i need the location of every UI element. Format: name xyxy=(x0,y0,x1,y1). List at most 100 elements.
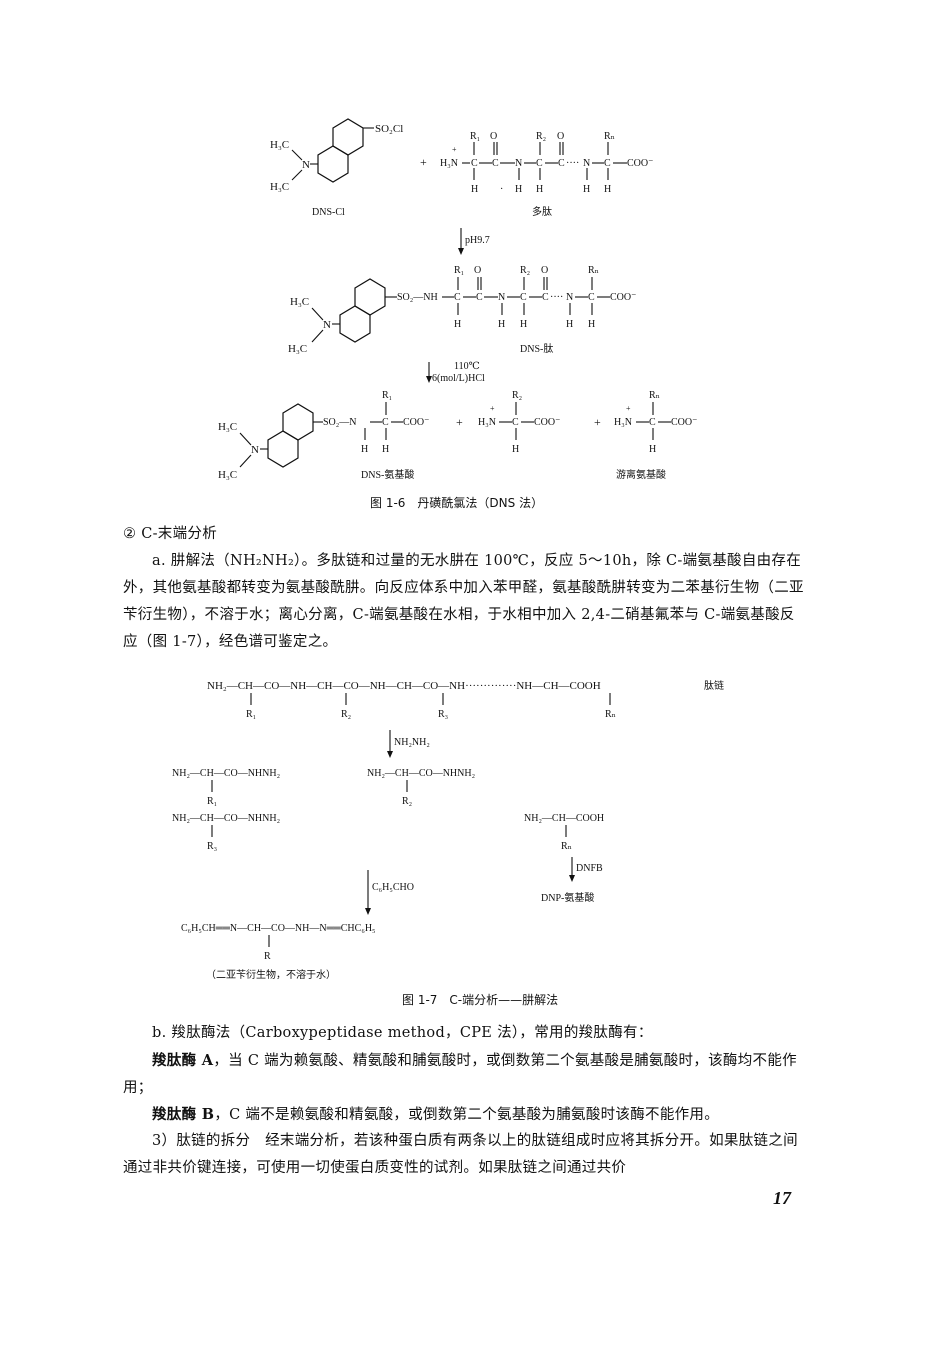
svg-text:H: H xyxy=(515,184,522,195)
term-carboxypeptidase-b: 羧肽酶 B xyxy=(152,1106,215,1123)
svg-text:SO₂Cl: SO₂Cl xyxy=(375,123,403,135)
svg-text:H₃C: H₃C xyxy=(288,343,307,355)
hydrazide-3-r: R₃ xyxy=(207,841,217,852)
label-polypeptide: 多肽 xyxy=(532,205,552,218)
svg-text:C: C xyxy=(454,292,461,303)
paragraph-carboxypeptidase: b. 羧肽酶法（Carboxypeptidase method，CPE 法），常… xyxy=(152,1025,653,1041)
svg-text:H: H xyxy=(604,184,611,195)
condition-ph: pH9.7 xyxy=(465,235,490,246)
svg-text:····: ···· xyxy=(550,292,563,303)
r2-label: R₂ xyxy=(341,709,351,720)
svg-text:R₁: R₁ xyxy=(382,390,392,401)
amino-acid-n-structure: H₃N + C Rₙ H COO⁻ 游离氨基酸 xyxy=(614,390,697,481)
svg-text:COO⁻: COO⁻ xyxy=(534,417,560,428)
hydrazide-2: NH₂—CH—CO—NHNH₂ xyxy=(367,768,475,779)
condition-hcl: 6(mol/L)HCl xyxy=(432,373,485,384)
svg-text:C: C xyxy=(542,292,549,303)
reagent-dnfb: DNFB xyxy=(576,863,603,874)
svg-text:H: H xyxy=(536,184,543,195)
svg-text:C: C xyxy=(382,417,389,428)
label-dnp-amino-acid: DNP-氨基酸 xyxy=(541,891,594,904)
note-insoluble: （二亚苄衍生物，不溶于水） xyxy=(206,968,336,981)
svg-text:C: C xyxy=(604,158,611,169)
reagent-benzaldehyde: C₆H₅CHO xyxy=(372,882,414,893)
svg-text:H₃C: H₃C xyxy=(218,469,237,481)
chain-formula: NH₂—CH—CO—NH—CH—CO—NH—CH—CO—NH··········… xyxy=(207,680,601,692)
svg-text:H₃C: H₃C xyxy=(290,296,309,308)
svg-text:C: C xyxy=(492,158,499,169)
svg-text:R₂: R₂ xyxy=(520,265,530,276)
r3-label: R₃ xyxy=(438,709,448,720)
svg-text:+: + xyxy=(490,404,495,413)
dns-amino-acid-structure: SO₂—N N H₃C H₃C H C R₁ H COO⁻ DNS-氨基酸 xyxy=(218,390,429,481)
svg-text:O: O xyxy=(474,265,481,276)
label-dns-peptide: DNS-肽 xyxy=(520,342,553,355)
svg-text:H₃C: H₃C xyxy=(218,421,237,433)
svg-text:R₂: R₂ xyxy=(512,390,522,401)
hydrazide-products: NH₂—CH—CO—NHNH₂ R₁ NH₂—CH—CO—NHNH₂ R₂ NH… xyxy=(172,768,475,852)
svg-text:H₃N: H₃N xyxy=(440,158,458,169)
svg-text:+: + xyxy=(452,145,457,154)
svg-text:H: H xyxy=(583,184,590,195)
svg-text:C: C xyxy=(558,158,565,169)
svg-text:N: N xyxy=(251,444,259,456)
caption-figure-1-6: 图 1-6 丹磺酰氯法（DNS 法） xyxy=(370,496,543,510)
svg-text:H: H xyxy=(520,319,527,330)
amino-acid-2-structure: H₃N + C R₂ H COO⁻ xyxy=(478,390,560,455)
svg-text:N: N xyxy=(323,319,331,331)
dibenzylidene-formula: C₆H₅CH══N—CH—CO—NH—N══CHC₆H₅ xyxy=(181,923,376,934)
figure-1-6-dns-method: SO₂Cl N H₃C H₃C DNS-Cl + H₃N + C R₁ H C … xyxy=(218,118,697,510)
svg-text:H₃N: H₃N xyxy=(478,417,496,428)
svg-text:C: C xyxy=(536,158,543,169)
reaction-arrow-benzaldehyde: C₆H₅CHO xyxy=(365,870,414,915)
svg-text:N: N xyxy=(498,292,505,303)
svg-text:O: O xyxy=(490,131,497,142)
svg-text:H: H xyxy=(588,319,595,330)
svg-text:+: + xyxy=(456,415,463,429)
paragraph-carboxypeptidase-a: 羧肽酶 A，当 C 端为赖氨酸、精氨酸和脯氨酸时，或倒数第二个氨基酸是脯氨酸时，… xyxy=(123,1047,809,1102)
svg-text:C: C xyxy=(476,292,483,303)
rn-label: Rₙ xyxy=(605,709,616,720)
svg-text:O: O xyxy=(541,265,548,276)
svg-text:R₂: R₂ xyxy=(536,131,546,142)
svg-text:N: N xyxy=(566,292,573,303)
svg-text:H: H xyxy=(361,444,368,455)
label-dns-amino-acid: DNS-氨基酸 xyxy=(361,468,414,481)
svg-text:H: H xyxy=(512,444,519,455)
svg-text:····: ···· xyxy=(566,158,579,169)
term-carboxypeptidase-a: 羧肽酶 A xyxy=(152,1052,214,1069)
section-heading-c-terminal: ② C-末端分析 xyxy=(123,526,218,542)
dibenzylidene-product: C₆H₅CH══N—CH—CO—NH—N══CHC₆H₅ R （二亚苄衍生物，不… xyxy=(181,923,376,981)
paragraph-carboxypeptidase-b: 羧肽酶 B，C 端不是赖氨酸和精氨酸，或倒数第二个氨基酸为脯氨酸时该酶不能作用。 xyxy=(123,1101,809,1129)
label-free-amino-acid: 游离氨基酸 xyxy=(616,468,666,481)
svg-text:C: C xyxy=(588,292,595,303)
svg-text:N: N xyxy=(583,158,590,169)
hydrazide-1: NH₂—CH—CO—NHNH₂ xyxy=(172,768,280,779)
condition-temp: 110℃ xyxy=(454,361,480,372)
svg-text:+: + xyxy=(626,404,631,413)
svg-text:COO⁻: COO⁻ xyxy=(671,417,697,428)
free-amino-acid-r: Rₙ xyxy=(561,841,572,852)
label-dns-cl: DNS-Cl xyxy=(312,207,345,218)
svg-text:Rₙ: Rₙ xyxy=(604,131,615,142)
svg-text:H₃C: H₃C xyxy=(270,181,289,193)
dns-peptide-structure: SO₂—NH N H₃C H₃C C R₁ H C O N H C R₂ xyxy=(288,265,636,355)
polypeptide-structure: H₃N + C R₁ H C O N · H C R₂ H C xyxy=(440,131,653,218)
svg-text:H: H xyxy=(454,319,461,330)
dns-cl-structure: SO₂Cl N H₃C H₃C DNS-Cl xyxy=(270,118,403,218)
svg-text:R₁: R₁ xyxy=(470,131,480,142)
svg-text:C: C xyxy=(512,417,519,428)
svg-text:N: N xyxy=(515,158,522,169)
svg-text:Rₙ: Rₙ xyxy=(588,265,599,276)
svg-text:C: C xyxy=(649,417,656,428)
reaction-arrow-nh2nh2: NH₂NH₂ xyxy=(387,730,430,758)
svg-text:H: H xyxy=(382,444,389,455)
peptide-chain: NH₂—CH—CO—NH—CH—CO—NH—CH—CO—NH··········… xyxy=(207,679,724,720)
svg-text:+: + xyxy=(420,155,427,169)
free-c-terminal-amino-acid: NH₂—CH—COOH Rₙ DNFB DNP-氨基酸 xyxy=(524,813,604,904)
svg-text:H: H xyxy=(566,319,573,330)
page-number: 17 xyxy=(773,1188,791,1208)
svg-text:C: C xyxy=(520,292,527,303)
free-amino-acid-formula: NH₂—CH—COOH xyxy=(524,813,604,824)
